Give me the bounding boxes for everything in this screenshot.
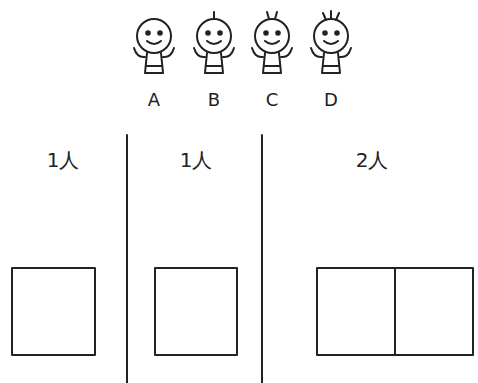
person-figure (311, 11, 351, 73)
answer-box (155, 268, 237, 355)
person-figure (194, 12, 234, 73)
person-letter: C (266, 91, 279, 109)
group-size-label: 1人 (47, 150, 80, 170)
divider-line (261, 135, 263, 383)
person-figure (252, 12, 292, 73)
answer-box (317, 268, 395, 355)
divider-line (126, 135, 128, 383)
person-figure (134, 19, 174, 73)
person-letter: D (324, 91, 338, 109)
person-letter: B (208, 91, 220, 109)
answer-box (395, 268, 473, 355)
group-size-label: 1人 (180, 150, 213, 170)
group-size-label: 2人 (356, 150, 389, 170)
answer-box (12, 268, 95, 355)
person-letter: A (148, 91, 160, 109)
